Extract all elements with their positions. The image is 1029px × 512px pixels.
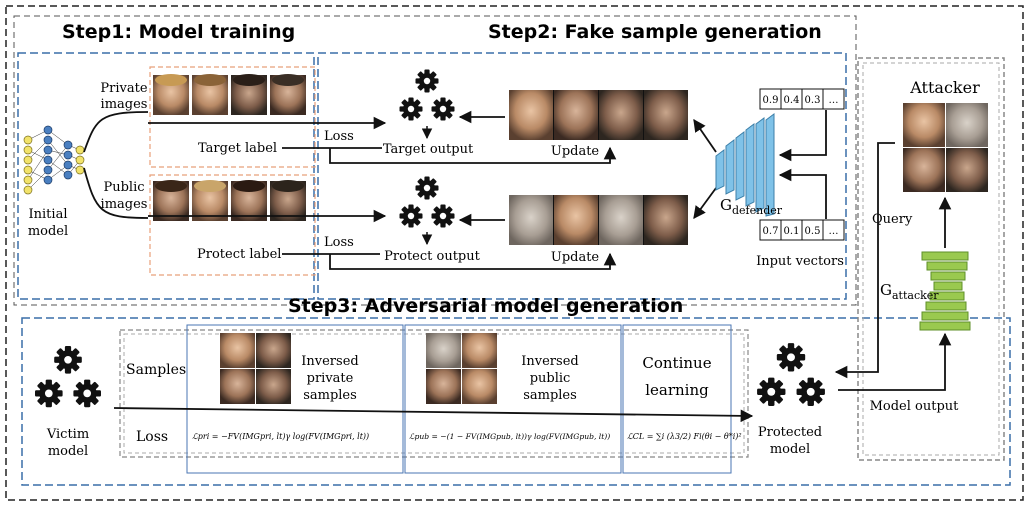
step1-2-border	[13, 15, 857, 306]
outer-border	[5, 5, 1024, 501]
svg-text:…: …	[829, 226, 839, 237]
inversed-private-1: Inversed	[301, 354, 358, 369]
g-defender-label: Gdefender	[720, 196, 783, 217]
samples-row-label: Samples	[126, 362, 186, 378]
arrow-vector-bottom	[778, 168, 827, 219]
attacker-region	[857, 57, 1005, 461]
arrow-query	[834, 142, 895, 379]
svg-text:0.7: 0.7	[763, 226, 779, 237]
public-images-label-2: images	[101, 197, 148, 212]
arrow-generator-to-top	[693, 118, 717, 153]
loss-top-label: Loss	[324, 129, 354, 144]
neural-network-icon	[23, 125, 85, 195]
continue-learning-2: learning	[645, 381, 709, 399]
curve-to-public	[83, 167, 149, 219]
private-images	[153, 74, 306, 115]
continue-learning-1: Continue	[642, 354, 711, 372]
inversed-private-3: samples	[303, 388, 357, 403]
input-vector-bottom: 0.7 0.1 0.5 …	[759, 219, 845, 241]
attacker-region-inner	[862, 62, 1000, 456]
inversed-private-images	[220, 333, 291, 404]
attacker-generator-icon	[919, 251, 971, 331]
inversed-public-3: samples	[523, 388, 577, 403]
inversed-public-2: public	[530, 371, 571, 386]
step2-region	[317, 52, 847, 300]
step3-samples-border	[119, 329, 749, 458]
arrow-vector-top	[778, 110, 827, 162]
input-vectors-label: Input vectors	[756, 254, 844, 269]
target-output-label: Target output	[383, 142, 474, 157]
protected-model-label-1: Protected	[758, 425, 822, 440]
step3-title: Step3: Adversarial model generation	[288, 295, 683, 317]
arrow-model-output	[838, 332, 952, 391]
inversed-private-2: private	[307, 371, 354, 386]
arrow-victim-to-protected	[113, 407, 754, 423]
protect-label: Protect label	[197, 247, 281, 262]
g-attacker-label: Gattacker	[880, 281, 939, 302]
target-model-gears-icon	[400, 70, 455, 121]
inversed-public-1: Inversed	[521, 354, 578, 369]
svg-text:0.1: 0.1	[784, 226, 800, 237]
step1-title: Step1: Model training	[62, 21, 295, 43]
protected-model-gears-icon	[757, 343, 825, 406]
public-images-label-1: Public	[103, 180, 144, 195]
svg-text:0.3: 0.3	[805, 95, 821, 106]
victim-model-label-1: Victim	[46, 427, 89, 442]
victim-model-gears-icon	[35, 346, 101, 407]
svg-text:0.5: 0.5	[805, 226, 821, 237]
update-bottom-label: Update	[551, 250, 600, 265]
protect-model-gears-icon	[400, 177, 455, 228]
curve-to-private	[83, 111, 149, 153]
model-output-label: Model output	[870, 399, 960, 414]
loss-cl-equation: ℒCL = ∑i (λ3/2) Fi(θi − θ*i)²	[627, 432, 742, 441]
update-top-label: Update	[551, 144, 600, 159]
loss-row-label: Loss	[136, 429, 168, 445]
public-images	[153, 180, 306, 221]
protected-model-label-2: model	[770, 442, 810, 457]
update-loop-top	[329, 146, 617, 164]
protect-output-label: Protect output	[384, 249, 480, 264]
fake-samples-bottom	[509, 195, 688, 245]
attacker-title: Attacker	[909, 78, 980, 97]
public-images-box	[149, 174, 316, 276]
loss-bottom-label: Loss	[324, 235, 354, 250]
inversed-public-images	[426, 333, 497, 404]
step3-region	[21, 317, 1011, 486]
loss-public-equation: ℒpub = −(1 − FV(IMGpub, lt))γ log(FV(IMG…	[409, 432, 610, 441]
step2-title: Step2: Fake sample generation	[488, 21, 822, 43]
loss-private-equation: ℒpri = −FV(IMGpri, lt)γ log(FV(IMGpri, l…	[192, 432, 369, 441]
step1-region	[17, 52, 315, 300]
step3-private-box	[186, 324, 404, 474]
private-images-label-1: Private	[100, 81, 147, 96]
private-images-label-2: images	[101, 97, 148, 112]
initial-model-label-1: Initial	[29, 207, 68, 222]
private-images-box	[149, 66, 316, 168]
step3-public-box	[404, 324, 622, 474]
svg-text:0.9: 0.9	[763, 95, 779, 106]
fake-samples-top	[509, 90, 688, 140]
svg-text:…: …	[829, 95, 839, 106]
initial-model-label-2: model	[28, 224, 68, 239]
step3-cl-box	[622, 324, 732, 474]
input-vector-top: 0.9 0.4 0.3 …	[759, 88, 845, 110]
target-label: Target label	[198, 141, 277, 156]
update-loop-bottom	[329, 252, 617, 270]
defender-generator-icon	[715, 113, 775, 217]
query-label: Query	[872, 212, 913, 227]
svg-text:0.4: 0.4	[784, 95, 800, 106]
attacker-reconstructions	[903, 103, 988, 192]
arrow-generator-to-bottom	[693, 187, 717, 220]
victim-model-label-2: model	[48, 444, 88, 459]
